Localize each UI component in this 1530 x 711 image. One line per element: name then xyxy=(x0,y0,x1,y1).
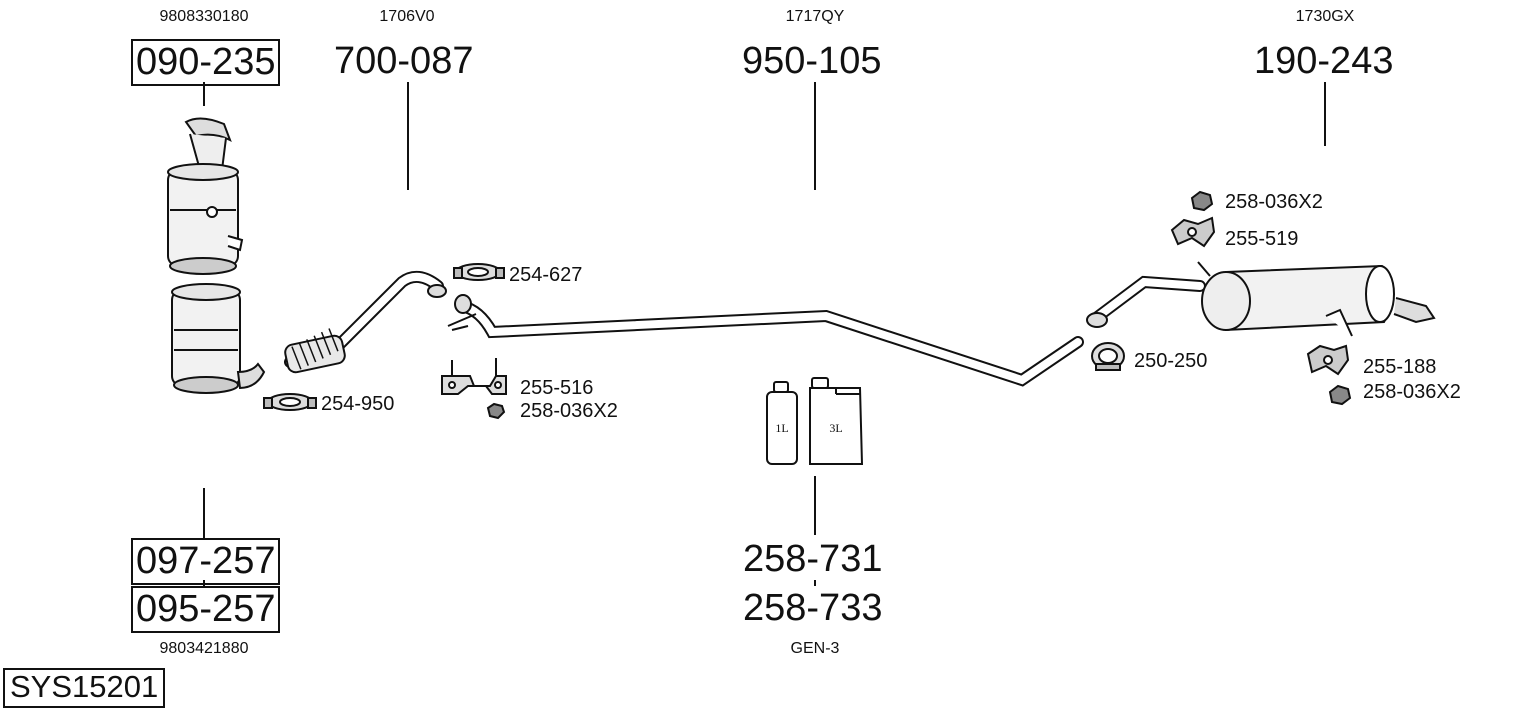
accessory-number[interactable]: 255-519 xyxy=(1225,228,1299,250)
front-pipe[interactable] xyxy=(284,270,447,374)
clamp-icon[interactable] xyxy=(263,393,317,411)
accessory-number[interactable]: 250-250 xyxy=(1134,350,1208,372)
accessory-number[interactable]: 254-627 xyxy=(509,264,583,286)
flex-section xyxy=(284,328,346,374)
accessory-number[interactable]: 254-950 xyxy=(321,393,395,415)
particle-filter-lower[interactable] xyxy=(171,283,266,394)
part-number[interactable]: 190-243 xyxy=(1254,40,1394,82)
rear-silencer[interactable] xyxy=(1086,261,1436,337)
accessory-number[interactable]: 258-036X2 xyxy=(1225,191,1323,213)
paste-small-label: 1L xyxy=(775,421,788,435)
accessory-number[interactable]: 258-036X2 xyxy=(520,400,618,422)
part-number[interactable]: 258-733 xyxy=(743,587,883,629)
accessory-number[interactable]: 255-516 xyxy=(520,377,594,399)
oe-number: 1717QY xyxy=(785,8,845,25)
paste-bottle-icon[interactable]: 1L xyxy=(766,381,798,465)
part-number[interactable]: 950-105 xyxy=(742,40,882,82)
nut-icon[interactable] xyxy=(1190,190,1214,212)
part-number[interactable]: 258-731 xyxy=(743,538,883,580)
part-number[interactable]: 097-257 xyxy=(131,538,281,585)
part-number[interactable]: 700-087 xyxy=(334,40,474,82)
oe-number: 1730GX xyxy=(1295,8,1355,25)
accessory-number[interactable]: 258-036X2 xyxy=(1363,381,1461,403)
bracket-icon[interactable] xyxy=(441,358,507,395)
oe-number: 1706V0 xyxy=(379,8,435,25)
system-id: SYS15201 xyxy=(3,668,166,708)
bracket-icon[interactable] xyxy=(1170,216,1216,248)
clamp-icon[interactable] xyxy=(1091,342,1125,371)
middle-pipe[interactable] xyxy=(447,294,1084,387)
oe-number: GEN-3 xyxy=(790,640,840,657)
particle-filter-upper[interactable] xyxy=(167,117,244,275)
accessory-number[interactable]: 255-188 xyxy=(1363,356,1437,378)
paste-canister-icon[interactable]: 3L xyxy=(809,377,864,465)
clamp-icon[interactable] xyxy=(453,263,505,281)
oe-number: 9808330180 xyxy=(159,8,249,25)
bracket-icon[interactable] xyxy=(1306,344,1350,376)
nut-icon[interactable] xyxy=(486,402,506,420)
paste-large-label: 3L xyxy=(829,421,842,435)
nut-icon[interactable] xyxy=(1328,384,1352,406)
part-number[interactable]: 090-235 xyxy=(131,39,281,86)
part-number[interactable]: 095-257 xyxy=(131,586,281,633)
oe-number: 9803421880 xyxy=(159,640,249,657)
